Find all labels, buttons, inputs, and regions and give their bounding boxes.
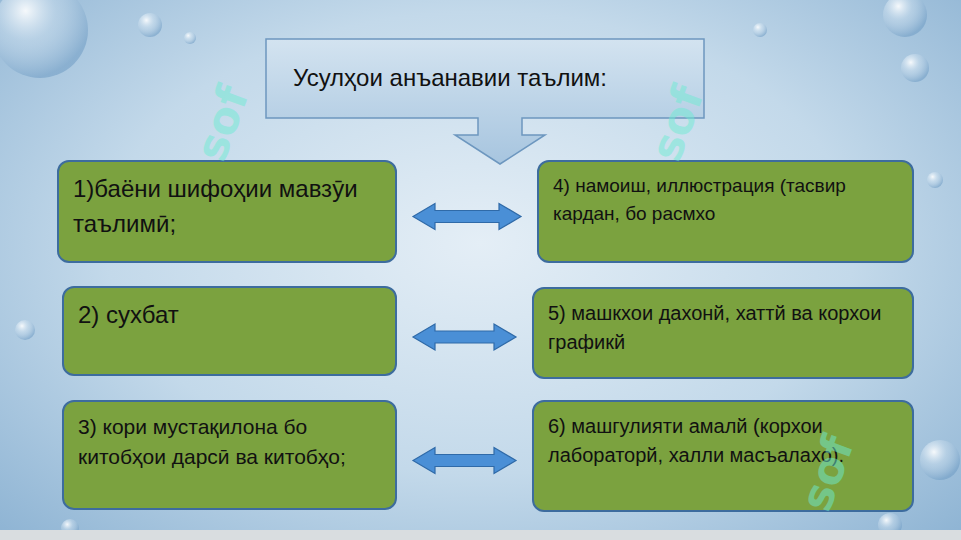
double-arrow (413, 448, 516, 474)
method-text: 1)баёни шифоҳии мавзӯи таълимӣ; (73, 172, 381, 242)
title-text: Усулҳои анъанавии таълим: (265, 38, 705, 92)
double-arrow (413, 324, 516, 350)
method-box: 1)баёни шифоҳии мавзӯи таълимӣ; (57, 160, 397, 263)
bubble (920, 440, 960, 480)
title-callout: Усулҳои анъанавии таълим: (265, 38, 705, 165)
callout-outline (265, 38, 705, 165)
method-text: 3) кори мустақилона бо китобҳои дарсӣ ва… (78, 412, 381, 473)
method-box: 4) намоиш, иллюстрация (тасвир кардан, б… (537, 160, 914, 263)
bubble (753, 23, 767, 37)
method-text: 5) машкхои дахонй, хаттй ва корхои графи… (548, 299, 898, 357)
method-text: 2) сухбат (78, 298, 381, 333)
method-text: 4) намоиш, иллюстрация (тасвир кардан, б… (553, 172, 898, 227)
bubble (138, 13, 162, 37)
bubble (15, 320, 35, 340)
bubble (184, 32, 196, 44)
callout-shape (266, 39, 704, 164)
bubble (927, 172, 943, 188)
watermark: sof (185, 79, 259, 167)
double-arrow (413, 204, 521, 230)
bottom-bar (0, 530, 961, 540)
method-box: 5) машкхои дахонй, хаттй ва корхои графи… (532, 287, 914, 379)
method-box: 3) кори мустақилона бо китобҳои дарсӣ ва… (62, 400, 397, 510)
method-box: 2) сухбат (62, 286, 397, 376)
bubble (0, 0, 88, 78)
bubble (883, 0, 927, 37)
bubble (901, 54, 929, 82)
